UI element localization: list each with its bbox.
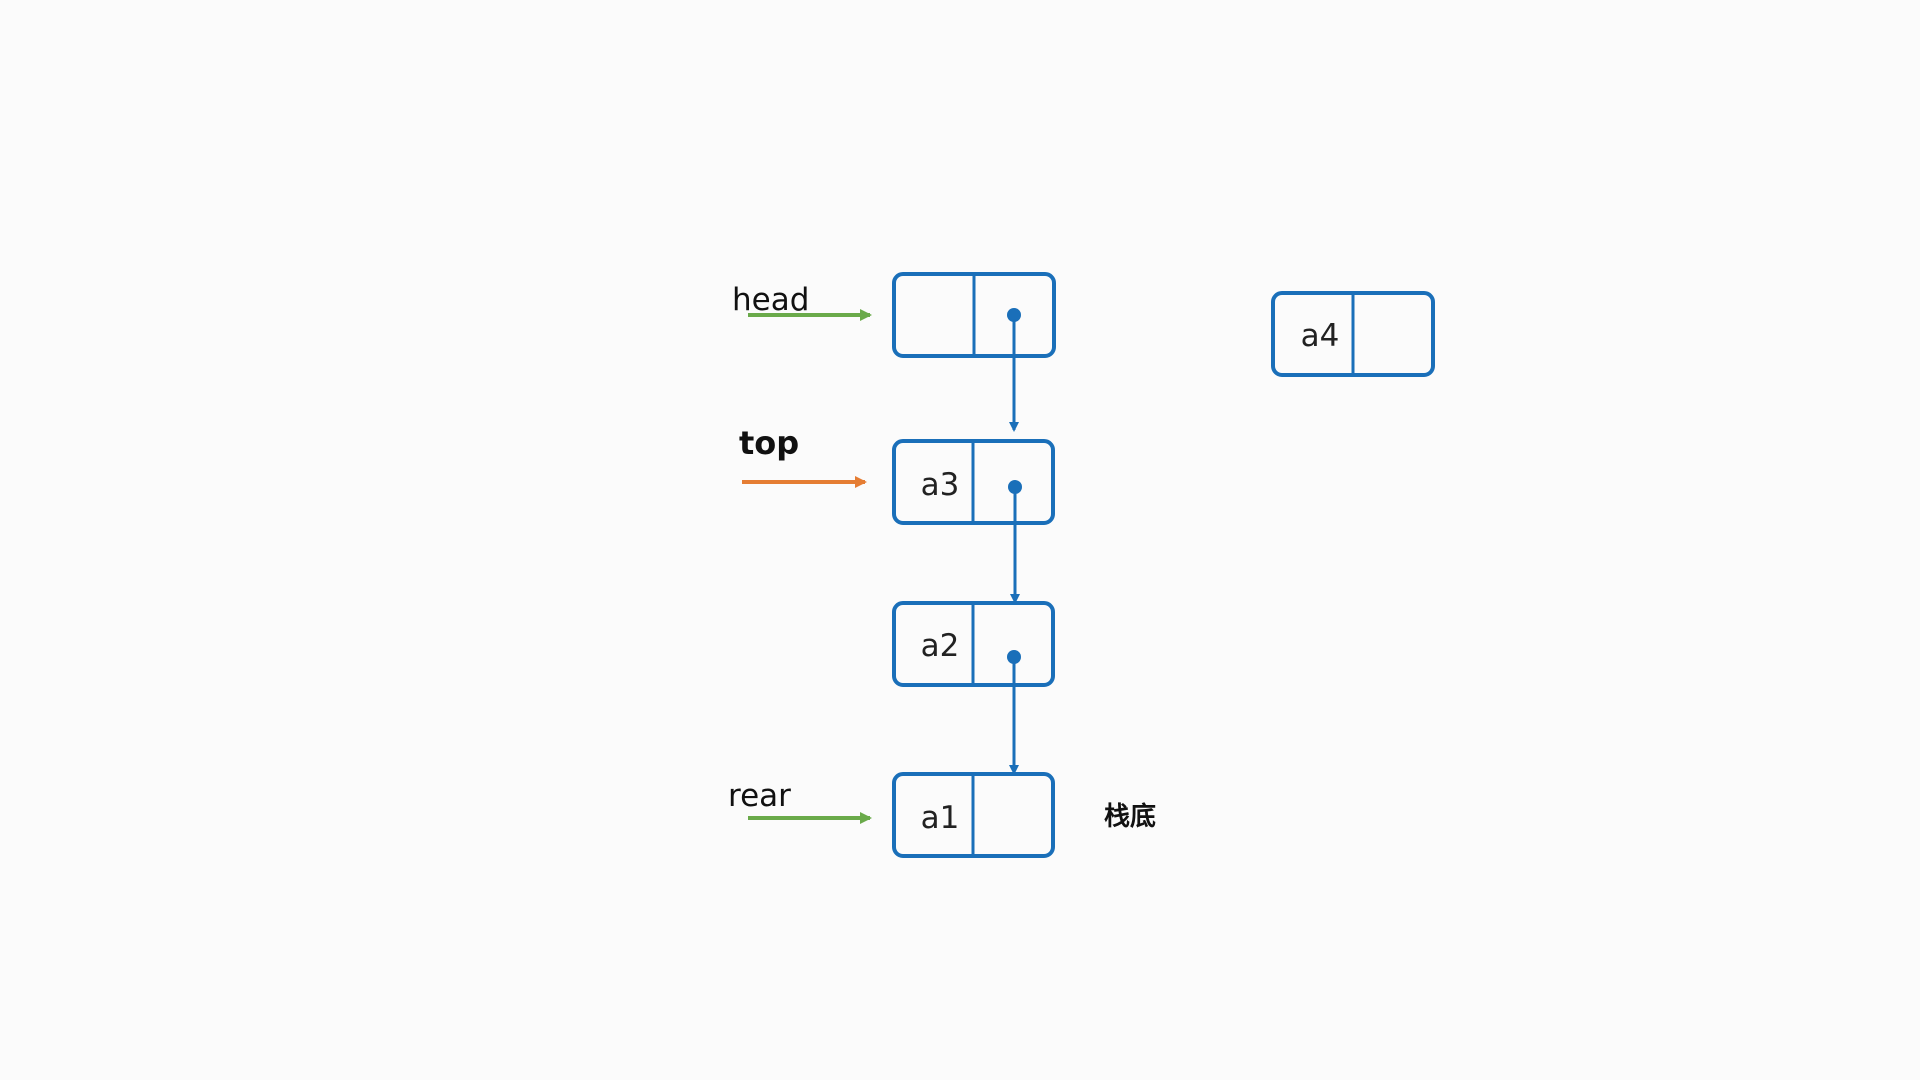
head-pointer: head	[732, 282, 872, 321]
top-label: top	[739, 424, 799, 462]
node-a2: a2	[892, 601, 1055, 687]
node-a3-value: a3	[921, 467, 960, 503]
node-a4: a4	[1271, 291, 1435, 377]
node-a2-value: a2	[921, 628, 960, 664]
node-a3: a3	[892, 439, 1055, 525]
stack-bottom-label: 栈底	[1104, 801, 1156, 832]
top-pointer: top	[739, 424, 867, 488]
node-a1: a1	[892, 772, 1055, 858]
node-a1-value: a1	[921, 800, 960, 836]
rear-label: rear	[728, 778, 791, 814]
head-node	[892, 272, 1056, 358]
head-label: head	[732, 282, 809, 318]
rear-pointer: rear	[728, 778, 872, 824]
node-a4-value: a4	[1301, 318, 1340, 354]
